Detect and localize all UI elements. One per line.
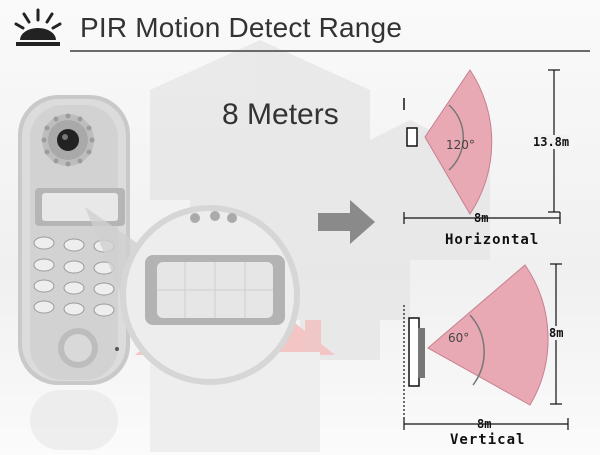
horizontal-diagram [403, 69, 561, 224]
horizontal-height-label: 13.8m [533, 135, 570, 149]
sensor-magnifier [120, 205, 300, 385]
vertical-width-label: 8m [477, 417, 492, 431]
intercom-device [18, 95, 130, 450]
arrow-right-icon [318, 200, 375, 244]
vertical-diagram [403, 263, 569, 430]
title-divider [70, 50, 590, 52]
vertical-height-label: 8m [549, 326, 564, 340]
sunrise-icon [14, 8, 62, 46]
header: PIR Motion Detect Range [0, 0, 600, 60]
horizontal-width-label: 8m [474, 211, 489, 225]
horizontal-caption: Horizontal [445, 232, 540, 248]
horizontal-angle-label: 120° [446, 138, 475, 152]
range-label: 8 Meters [222, 98, 339, 131]
vertical-caption: Vertical [450, 432, 526, 448]
vertical-angle-label: 60° [448, 331, 470, 345]
page-title: PIR Motion Detect Range [80, 12, 403, 43]
